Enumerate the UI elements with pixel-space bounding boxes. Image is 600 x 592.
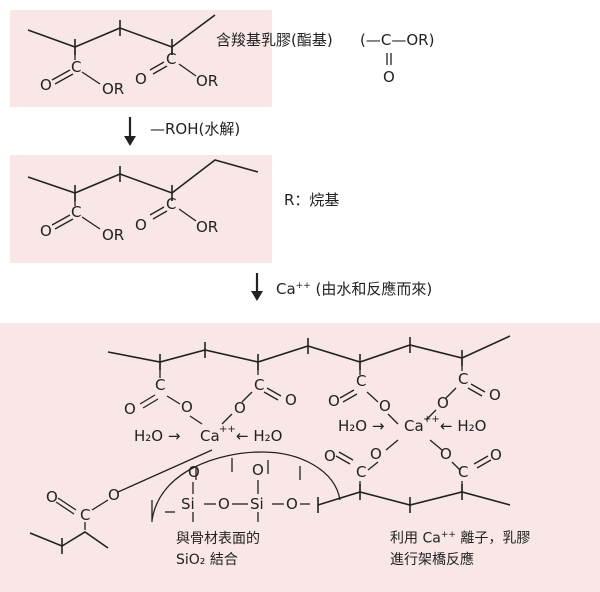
- carbon-atom: C: [155, 376, 165, 394]
- crosslink-note-line1: 利用 Ca++ 離子，乳膠: [390, 530, 531, 547]
- water-ligand: ← H₂O: [236, 427, 282, 445]
- crosslink-note-line2: 進行架橋反應: [390, 552, 474, 568]
- oxygen-atom: O: [46, 488, 58, 506]
- water-ligand: ← H₂O: [440, 417, 486, 435]
- oxygen-atom: O: [234, 399, 246, 417]
- oxygen-atom: O: [108, 486, 120, 504]
- carbon-atom: C: [71, 58, 81, 76]
- alkyl-note: R：烷基: [284, 191, 340, 209]
- silica-bond-note-line1: 與骨材表面的: [176, 531, 260, 547]
- oxygen-atom: O: [252, 461, 264, 479]
- oxygen-atom: O: [181, 398, 193, 416]
- step1-panel: [10, 10, 272, 107]
- lower-backbone: [317, 491, 511, 506]
- ester-group-formula: (—C—OR): [360, 31, 435, 49]
- silicon-atom: Si: [181, 495, 195, 513]
- oxygen-atom: O: [218, 495, 230, 513]
- calcium-ion: Ca: [200, 427, 220, 445]
- oxygen-atom: O: [440, 445, 452, 463]
- lower-left-backbone: [29, 531, 109, 549]
- carbon-atom: C: [166, 195, 176, 213]
- step3-panel: [0, 323, 600, 592]
- oxygen-atom: O: [40, 222, 52, 240]
- oxygen-atom: O: [328, 392, 340, 410]
- calcium-charge: ++: [219, 424, 236, 435]
- carbon-atom: C: [458, 370, 468, 388]
- ester-or: OR: [196, 72, 218, 90]
- oxygen-atom: O: [379, 397, 391, 415]
- oxygen-atom: O: [124, 400, 136, 418]
- water-ligand: H₂O →: [338, 417, 384, 435]
- carbon-atom: C: [254, 376, 264, 394]
- oxygen-atom: O: [286, 495, 298, 513]
- step1-label: 含羧基乳膠(酯基): [216, 31, 333, 49]
- carbon-atom: C: [458, 463, 468, 481]
- ester-or: OR: [196, 218, 218, 236]
- water-ligand: H₂O →: [134, 427, 180, 445]
- ester-oxygen: O: [383, 68, 395, 86]
- hydrolysis-label: —ROH(水解): [150, 120, 241, 138]
- carbon-atom: C: [356, 372, 366, 390]
- carbon-atom: C: [71, 203, 81, 221]
- oxygen-atom: O: [135, 70, 147, 88]
- ester-or: OR: [102, 80, 124, 98]
- calcium-charge: ++: [423, 414, 440, 425]
- ester-or: OR: [102, 226, 124, 244]
- carbon-atom: C: [80, 506, 90, 524]
- polymer-backbone-2: [27, 159, 259, 194]
- aggregate-surface: [151, 451, 341, 521]
- calcium-reaction-label: Ca++ (由水和反應而來): [276, 280, 433, 298]
- step2-panel: [10, 155, 272, 263]
- oxygen-atom: O: [324, 447, 336, 465]
- oxygen-atom: O: [285, 391, 297, 409]
- oxygen-atom: O: [135, 216, 147, 234]
- silica-bond-note-line2: SiO₂ 結合: [176, 552, 238, 568]
- calcium-ion: Ca: [404, 417, 424, 435]
- silicon-atom: Si: [250, 495, 264, 513]
- carbon-atom: C: [166, 50, 176, 68]
- oxygen-atom: O: [490, 446, 502, 464]
- oxygen-atom: O: [40, 76, 52, 94]
- oxygen-atom: O: [437, 394, 449, 412]
- oxygen-atom: O: [188, 463, 200, 481]
- oxygen-atom: O: [489, 386, 501, 404]
- crosslinked-backbone: [107, 335, 511, 363]
- oxygen-atom: O: [370, 445, 382, 463]
- carbon-atom: C: [356, 463, 366, 481]
